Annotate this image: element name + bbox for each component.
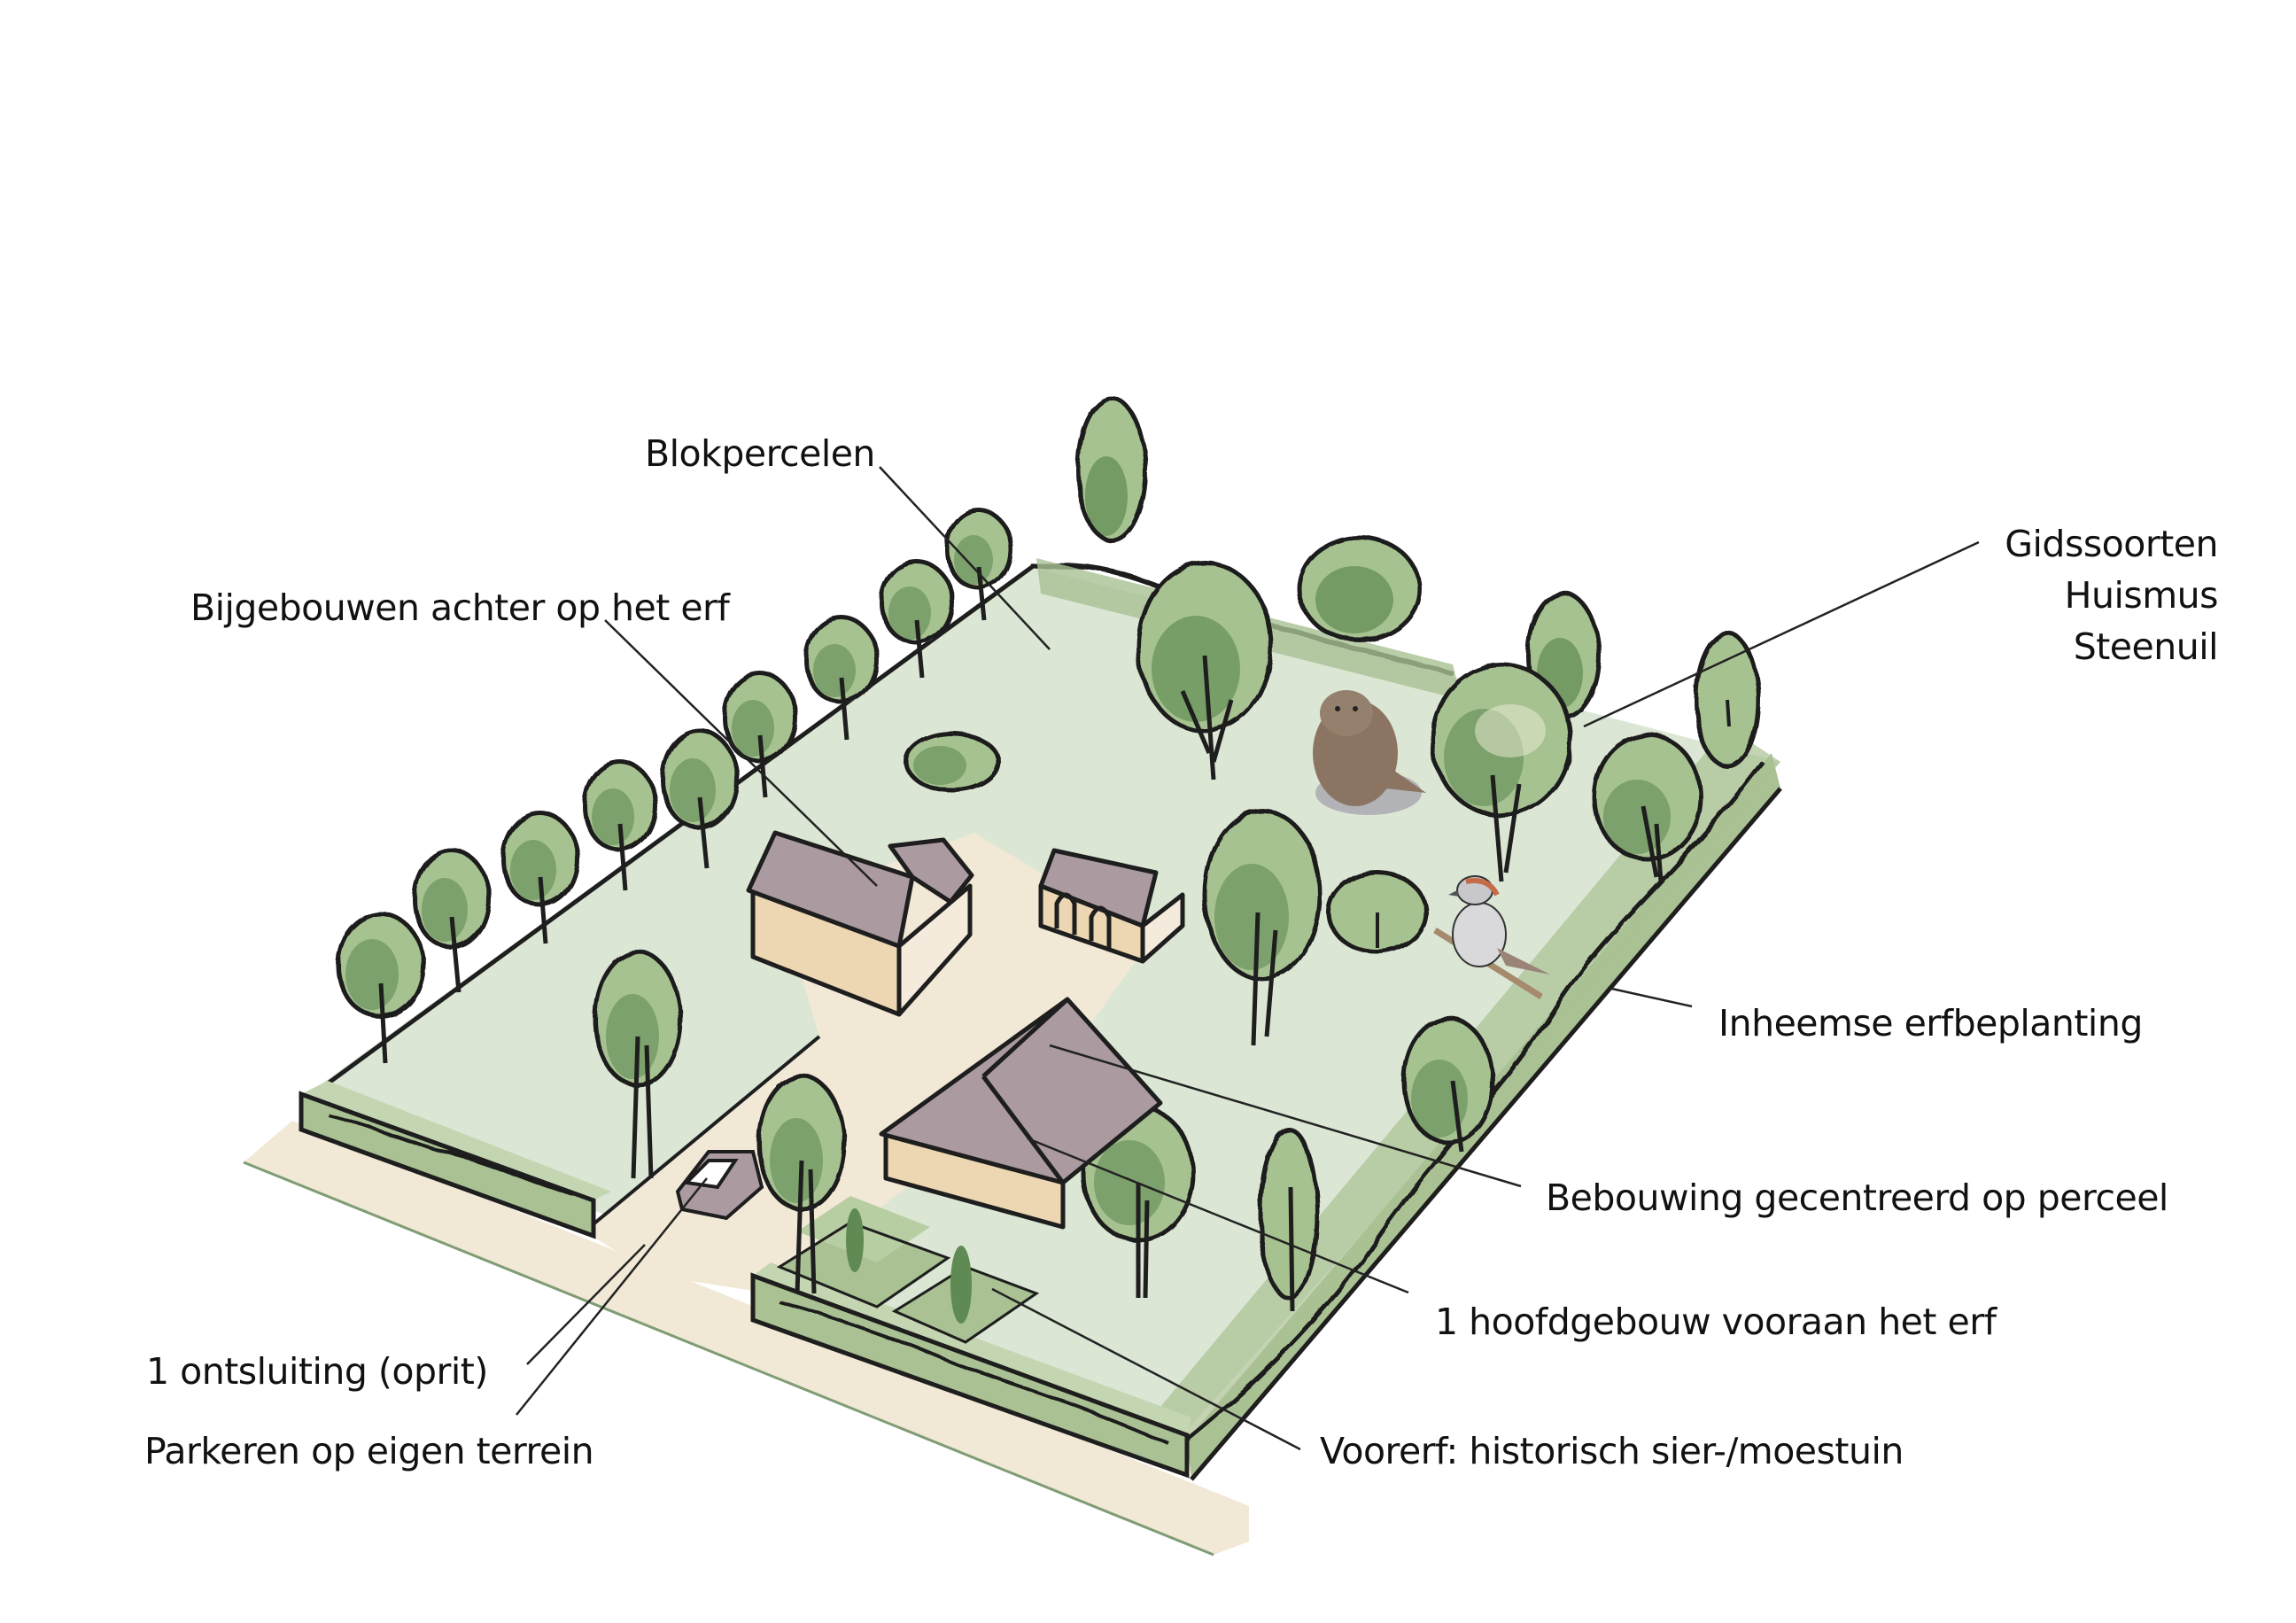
tree: [500, 811, 580, 944]
leader-voorerf: [991, 1287, 1301, 1451]
tree: [582, 759, 658, 891]
sparrow-huismus: [1433, 875, 1550, 999]
label-voorerf: Voorerf: historisch sier-/moestuin: [1320, 1430, 1904, 1472]
tree: [1430, 662, 1573, 882]
tree: [756, 1074, 847, 1294]
tree: [1401, 1016, 1495, 1153]
tree-row-left: [336, 508, 1013, 1064]
poplar-tree: [1694, 631, 1761, 769]
leader-inheemse: [1607, 986, 1693, 1008]
front-hedge-left: [299, 1081, 611, 1239]
shrub: [1326, 870, 1429, 955]
tree: [660, 728, 740, 869]
label-hoofdgebouw: 1 hoofdgebouw vooraan het erf: [1435, 1301, 1997, 1343]
label-ontsluiting: 1 ontsluiting (oprit): [146, 1350, 488, 1393]
main-house: [879, 997, 1163, 1230]
label-inheemse-erfbeplanting: Inheemse erfbeplanting: [1718, 1002, 2143, 1044]
owl-steenuil: [1313, 690, 1426, 815]
tree: [1297, 535, 1423, 643]
label-gidssoorten: Gidssoorten Huismus Steenuil: [2005, 518, 2218, 672]
tree: [722, 671, 798, 798]
label-bebouwing: Bebouwing gecentreerd op perceel: [1546, 1176, 2168, 1219]
leader-hoofdgebouw: [1027, 1137, 1409, 1294]
tree: [879, 559, 955, 679]
leader-bijgebouwen: [604, 619, 878, 887]
shrub: [904, 731, 1001, 793]
tree: [1592, 733, 1703, 882]
leader-bebouwing: [1049, 1044, 1522, 1188]
tree: [1202, 808, 1323, 1046]
barn: [746, 830, 974, 1017]
leader-ontsluiting: [526, 1244, 646, 1365]
front-garden: [776, 1196, 1040, 1344]
shed: [1038, 848, 1185, 964]
species-steenuil: Steenuil: [2073, 625, 2219, 668]
gidssoorten-title: Gidssoorten: [2005, 523, 2218, 565]
trees-back: [593, 396, 1761, 1312]
tree: [336, 912, 426, 1064]
tree: [593, 950, 683, 1179]
label-parkeren: Parkeren op eigen terrein: [144, 1430, 594, 1472]
road-strip: [243, 1121, 1249, 1557]
poplar-tree: [1258, 1127, 1320, 1312]
poplar-tree: [1075, 396, 1148, 543]
tree: [944, 508, 1013, 621]
tree: [1136, 560, 1274, 780]
leader-blokpercelen: [879, 466, 1051, 650]
leader-lines: [516, 466, 1980, 1451]
tree: [803, 615, 880, 741]
label-bijgebouwen: Bijgebouwen achter op het erf: [190, 586, 730, 629]
tree: [412, 848, 492, 993]
front-hedge-right: [750, 1262, 1191, 1479]
label-blokpercelen: Blokpercelen: [645, 432, 875, 475]
species-huismus: Huismus: [2064, 574, 2219, 617]
leader-gidssoorten: [1583, 540, 1980, 728]
leader-parkeren: [516, 1177, 708, 1416]
